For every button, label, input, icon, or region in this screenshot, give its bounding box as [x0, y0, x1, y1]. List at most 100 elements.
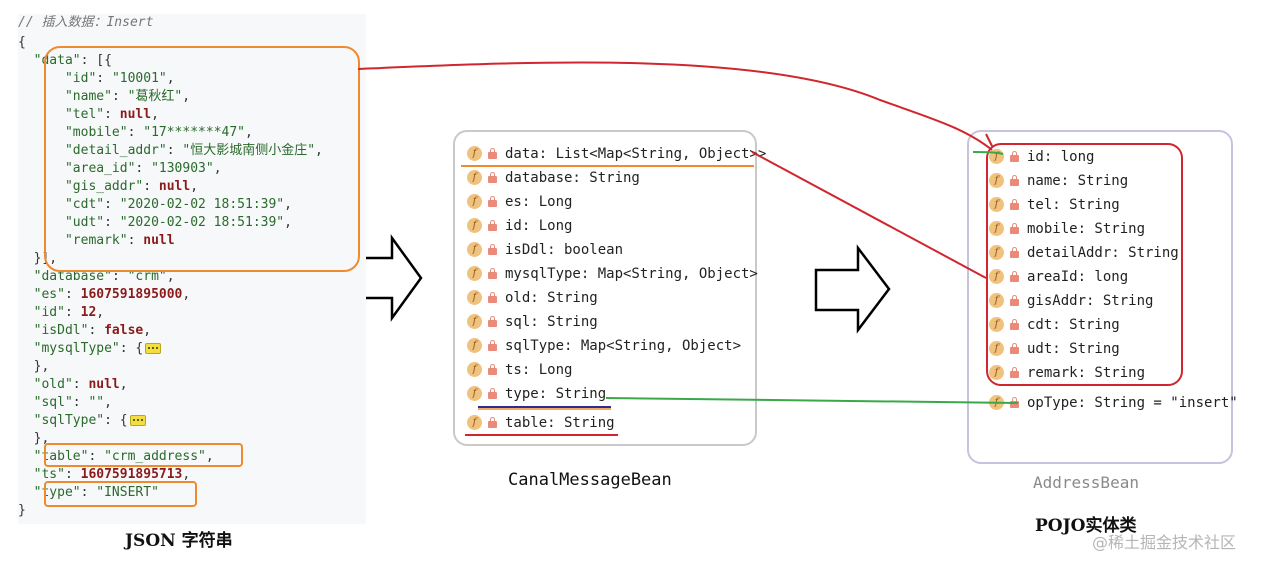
field-icon: f — [467, 242, 482, 257]
field-text: old: String — [505, 290, 598, 306]
field-icon: f — [467, 338, 482, 353]
field-icon: f — [989, 149, 1004, 164]
json-line: "remark": null — [18, 232, 175, 250]
json-token: "udt" — [64, 215, 105, 230]
json-token: , — [182, 287, 191, 302]
field-icon: f — [467, 194, 482, 209]
json-token: : — [88, 323, 105, 338]
json-token: null — [143, 233, 175, 248]
json-token — [18, 485, 34, 500]
json-line: "mysqlType": { — [18, 340, 162, 358]
lock-icon — [488, 340, 497, 351]
json-token: : — [64, 287, 81, 302]
field-text: data: List<Map<String, Object>> — [505, 146, 767, 162]
field-text: name: String — [1027, 173, 1129, 189]
json-token: , — [315, 143, 323, 158]
json-token: null — [158, 179, 191, 194]
field-text: mobile: String — [1027, 221, 1146, 237]
field-text: es: Long — [505, 194, 573, 210]
json-token: "detail_addr" — [64, 143, 167, 158]
json-line: "id": 12, — [18, 304, 104, 322]
field-icon: f — [989, 293, 1004, 308]
json-line: "udt": "2020-02-02 18:51:39", — [18, 214, 292, 232]
collapsed-fold-icon[interactable] — [145, 343, 162, 354]
json-line: } — [18, 502, 26, 520]
lock-icon — [488, 148, 497, 159]
field-text: isDdl: boolean — [505, 242, 624, 258]
flow-arrow-2 — [814, 244, 891, 334]
json-token: : — [127, 125, 144, 140]
json-token: "database" — [33, 269, 112, 284]
lock-icon — [488, 220, 497, 231]
lock-icon — [1010, 151, 1019, 162]
json-line: "ts": 1607591895713, — [18, 466, 191, 484]
lock-icon — [488, 268, 497, 279]
field-icon: f — [989, 245, 1004, 260]
field-text: areaId: long — [1027, 269, 1129, 285]
json-token: "恒大影城南侧小金庄" — [182, 143, 316, 158]
json-token — [18, 467, 34, 482]
json-token: "10001" — [111, 71, 167, 86]
json-token: "ts" — [33, 467, 65, 482]
field-text: detailAddr: String — [1027, 245, 1179, 261]
field-icon: f — [467, 218, 482, 233]
json-token: : — [72, 395, 89, 410]
json-comment: // 插入数据：Insert — [18, 15, 154, 30]
field-icon: f — [989, 269, 1004, 284]
lock-icon — [488, 196, 497, 207]
lock-icon — [1010, 271, 1019, 282]
json-code-panel: // 插入数据：Insert { "data": [{ "id": "10001… — [18, 14, 366, 524]
field-icon: f — [989, 173, 1004, 188]
pojo-caption: POJO实体类 — [1035, 516, 1137, 536]
json-token: , — [245, 125, 253, 140]
json-token — [18, 305, 34, 320]
lock-icon — [488, 417, 497, 428]
json-token: null — [88, 377, 120, 392]
lock-icon — [488, 292, 497, 303]
json-line: "sql": "", — [18, 394, 112, 412]
json-token: , — [166, 269, 175, 284]
field-icon: f — [467, 386, 482, 401]
json-token: null — [119, 107, 152, 122]
json-token: : — [104, 197, 120, 212]
field-icon: f — [989, 365, 1004, 380]
json-token: , — [284, 215, 292, 230]
json-token: , — [151, 107, 159, 122]
json-token: "INSERT" — [96, 485, 159, 500]
json-token: "sql" — [33, 395, 73, 410]
json-token — [18, 53, 34, 68]
lock-icon — [1010, 343, 1019, 354]
field-text: mysqlType: Map<String, Object> — [505, 266, 758, 282]
json-token: : — [96, 71, 112, 86]
json-token: "isDdl" — [33, 323, 89, 338]
json-token: "remark" — [64, 233, 128, 248]
json-token: "old" — [33, 377, 73, 392]
json-token: : — [166, 143, 183, 158]
data-array-highlight — [44, 46, 360, 272]
json-token: : — [80, 485, 97, 500]
field-text: type: String — [505, 386, 607, 402]
json-line: "sqlType": { — [18, 412, 146, 430]
field-text: remark: String — [1027, 365, 1146, 381]
lock-icon — [488, 244, 497, 255]
json-line: }, — [18, 358, 50, 376]
collapsed-fold-icon[interactable] — [129, 415, 146, 426]
canal-data-to-address-connector — [751, 151, 987, 279]
json-token: : — [88, 449, 105, 464]
json-line: "area_id": "130903", — [18, 160, 222, 178]
json-token: }, — [18, 359, 50, 374]
json-token: : — [64, 467, 81, 482]
json-token: , — [190, 179, 199, 194]
field-icon: f — [989, 221, 1004, 236]
json-token — [18, 323, 34, 338]
json-token: 1607591895000 — [80, 287, 183, 302]
json-token — [18, 449, 34, 464]
json-token — [18, 269, 34, 284]
json-line: "mobile": "17*******47", — [18, 124, 253, 142]
address-bean-title: AddressBean — [1033, 473, 1139, 492]
json-token: "area_id" — [64, 161, 136, 176]
lock-icon — [488, 364, 497, 375]
field-icon: f — [467, 146, 482, 161]
field-text: udt: String — [1027, 341, 1120, 357]
